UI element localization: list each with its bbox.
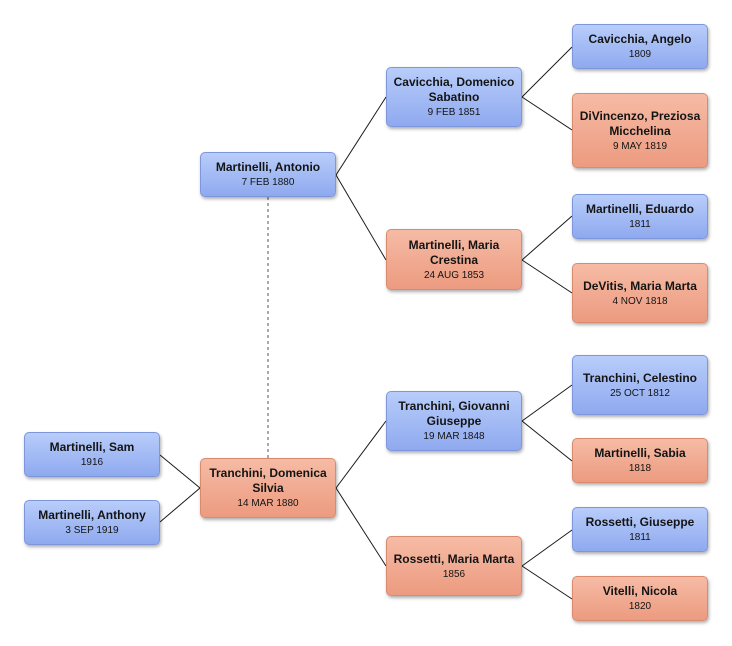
person-name: Martinelli, Eduardo [585, 202, 694, 216]
connector-maria-cr-eduardo [521, 215, 573, 261]
connector-antonio-domenico [335, 96, 387, 176]
person-card-antonio[interactable]: Martinelli, Antonio 7 FEB 1880 [200, 152, 336, 197]
person-card-giuseppe[interactable]: Rossetti, Giuseppe 1811 [572, 507, 708, 552]
person-card-eduardo[interactable]: Martinelli, Eduardo 1811 [572, 194, 708, 239]
person-card-nicola[interactable]: Vitelli, Nicola 1820 [572, 576, 708, 621]
person-name: Martinelli, Sabia [594, 446, 686, 460]
person-name: DeVitis, Maria Marta [583, 278, 697, 293]
connector-maria-marta-r-giuseppe [521, 529, 573, 567]
person-date: 1811 [629, 219, 651, 230]
person-date: 9 MAY 1819 [612, 140, 668, 152]
person-card-celestino[interactable]: Tranchini, Celestino 25 OCT 1812 [572, 355, 708, 415]
person-name: Martinelli, Anthony [38, 508, 146, 522]
person-card-maria-marta-devitis[interactable]: DeVitis, Maria Marta 4 NOV 1818 [572, 263, 708, 323]
connector-anthony-domenica [159, 487, 201, 523]
connector-domenica-maria-marta-r [335, 487, 387, 567]
person-date: 1811 [629, 532, 651, 543]
person-name: Vitelli, Nicola [602, 584, 678, 598]
person-card-domenico[interactable]: Cavicchia, Domenico Sabatino 9 FEB 1851 [386, 67, 522, 127]
person-name: Martinelli, Sam [49, 440, 135, 454]
connector-antonio-maria-cr [335, 174, 387, 261]
person-date: 1809 [628, 49, 652, 60]
person-date: 25 OCT 1812 [610, 387, 670, 399]
person-date: 14 MAR 1880 [237, 498, 299, 509]
person-date: 1818 [628, 463, 652, 474]
person-name: Martinelli, Antonio [215, 160, 321, 174]
connector-giovanni-celestino [521, 384, 573, 422]
connector-maria-marta-r-nicola [521, 565, 573, 600]
person-card-anthony[interactable]: Martinelli, Anthony 3 SEP 1919 [24, 500, 160, 545]
connector-domenica-giovanni [335, 420, 387, 489]
person-name: Rossetti, Giuseppe [585, 515, 695, 529]
person-name: Tranchini, Domenica Silvia [209, 466, 327, 495]
connector-maria-cr-maria-marta-d [521, 259, 573, 294]
person-date: 7 FEB 1880 [241, 177, 295, 188]
person-card-domenica[interactable]: Tranchini, Domenica Silvia 14 MAR 1880 [200, 458, 336, 518]
person-card-preziosa[interactable]: DiVincenzo, Preziosa Micchelina 9 MAY 18… [572, 93, 708, 168]
person-name: Tranchini, Giovanni Giuseppe [398, 399, 510, 428]
person-card-maria-crestina[interactable]: Martinelli, Maria Crestina 24 AUG 1853 [386, 229, 522, 290]
person-date: 1820 [628, 601, 652, 612]
person-card-giovanni[interactable]: Tranchini, Giovanni Giuseppe 19 MAR 1848 [386, 391, 522, 451]
person-name: Martinelli, Maria Crestina [408, 237, 500, 267]
connector-giovanni-sabia [521, 420, 573, 462]
person-date: 1856 [442, 568, 466, 580]
connector-domenico-preziosa [521, 96, 573, 131]
person-name: Rossetti, Maria Marta [393, 551, 515, 566]
person-date: 19 MAR 1848 [423, 431, 485, 442]
connector-domenico-angelo [521, 46, 573, 98]
person-name: Cavicchia, Angelo [588, 32, 692, 46]
person-name: Cavicchia, Domenico Sabatino [393, 75, 515, 104]
person-card-maria-marta-rossetti[interactable]: Rossetti, Maria Marta 1856 [386, 536, 522, 596]
person-date: 1916 [80, 457, 104, 468]
person-date: 4 NOV 1818 [612, 295, 668, 307]
person-card-sabia[interactable]: Martinelli, Sabia 1818 [572, 438, 708, 483]
person-date: 3 SEP 1919 [65, 525, 119, 536]
person-date: 9 FEB 1851 [427, 107, 481, 118]
person-date: 24 AUG 1853 [423, 269, 485, 281]
person-card-sam[interactable]: Martinelli, Sam 1916 [24, 432, 160, 477]
person-name: Tranchini, Celestino [582, 370, 698, 385]
person-card-angelo[interactable]: Cavicchia, Angelo 1809 [572, 24, 708, 69]
person-name: DiVincenzo, Preziosa Micchelina [579, 108, 701, 138]
connector-sam-domenica [159, 454, 201, 489]
